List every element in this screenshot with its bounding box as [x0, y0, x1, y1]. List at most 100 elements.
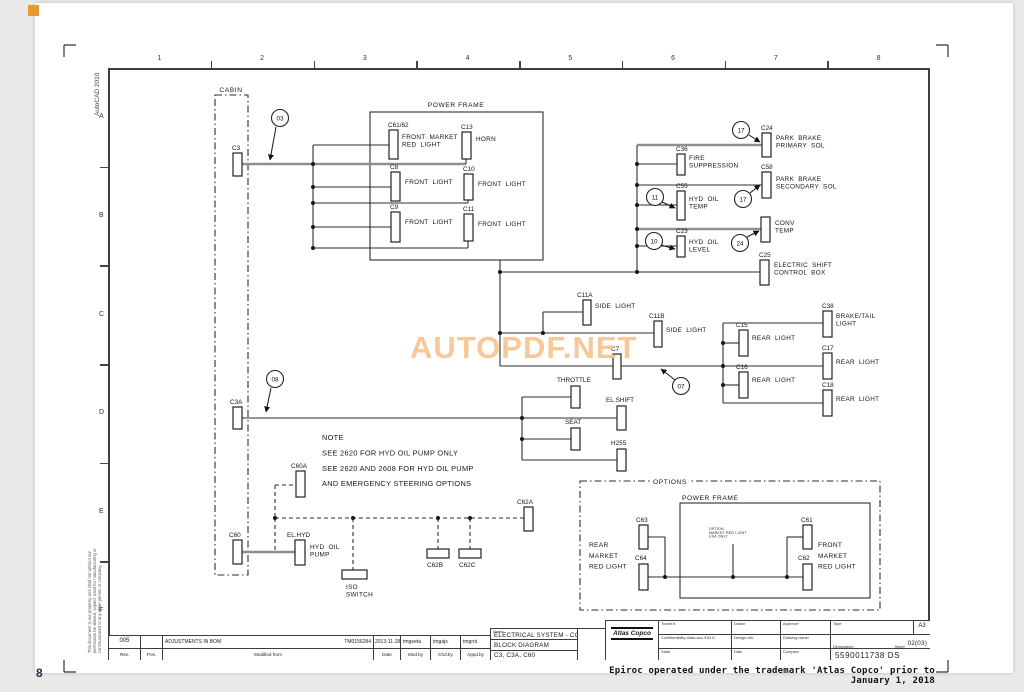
connector-C8 [390, 171, 401, 202]
connector-C3 [232, 152, 243, 177]
crop-mark-br [936, 660, 949, 673]
connector-label-C24: C24 [761, 125, 773, 132]
junction-dot [721, 383, 725, 387]
design-chk-cell: Design chk. [731, 634, 780, 648]
note: NOTE [322, 433, 344, 442]
connector-label-C60A: C60A [291, 463, 308, 470]
power-frame-label: POWER FRAME [428, 102, 484, 109]
junction-dot [520, 416, 524, 420]
sheet-label: Sheet [894, 644, 905, 648]
logo-cell: Atlas Copco [605, 620, 658, 660]
drawing-owner-cell: Drawing owner TMG [780, 634, 830, 648]
front-market-red-light: RED LIGHT [818, 564, 856, 571]
atlas-copco-logo: Atlas Copco [611, 627, 653, 640]
chdby-value: tmgajs [430, 635, 460, 648]
junction-dot [663, 575, 667, 579]
chdby-label: Chd.by [430, 648, 460, 660]
callout-arrow [749, 184, 761, 194]
ruler-col-4: 4 [465, 55, 470, 62]
rear-market-red-light: REAR [589, 542, 609, 549]
connector-label-C55: C55 [676, 183, 688, 190]
connector-desc: FIRE [689, 155, 705, 162]
front-market-red-light: MARKET [818, 553, 847, 560]
transf-cell: Transf.fr. [658, 620, 731, 634]
connector-desc: SIDE LIGHT [666, 327, 707, 334]
drawn-label: Drawn [734, 621, 746, 626]
ruler-col-1: 1 [157, 55, 162, 62]
callout-arrow [748, 134, 761, 143]
connector-desc: SUPPRESSION [689, 163, 739, 170]
junction-dot [311, 246, 315, 250]
modby-value: tmgeeta [400, 635, 430, 648]
connector-label-C3: C3 [232, 145, 241, 152]
ruler-row-F: F [99, 606, 104, 614]
connector-C36 [676, 153, 686, 176]
connector-C60A [295, 470, 306, 498]
drawing-title-1: ELECTRICAL SYSTEM - CONTROL [494, 632, 577, 639]
connector-C61-OPT [802, 524, 813, 550]
callout-arrow [661, 201, 676, 209]
junction-dot [635, 244, 639, 248]
connector-C3A [232, 406, 243, 430]
junction-dot [311, 225, 315, 229]
connector-label-C10: C10 [463, 166, 475, 173]
orange-marker [28, 5, 39, 16]
connector-C17 [822, 352, 833, 380]
rear-market-red-light: MARKET [589, 553, 618, 560]
options-box [579, 480, 881, 611]
callout-circle [731, 120, 751, 140]
connector-label-C38: C38 [822, 303, 834, 310]
junction-dot [635, 162, 639, 166]
ruler-tick [100, 364, 108, 366]
options-label: OPTIONS [653, 479, 687, 486]
type-label: Type [833, 621, 842, 626]
ruler-tick [100, 166, 108, 169]
junction-dot [273, 516, 277, 520]
rev-value: 005 [108, 635, 140, 648]
ruler-tick [313, 61, 315, 68]
connector-label-C11: C11 [463, 206, 475, 213]
connector-C23 [676, 235, 686, 258]
connector-desc: FRONT LIGHT [478, 181, 526, 188]
connector-C62B [426, 548, 450, 559]
callout-circle [730, 233, 750, 253]
connector-desc: FRONT MARKET [402, 134, 458, 141]
transf-value [659, 626, 731, 627]
connector-C64 [638, 563, 649, 591]
design-chk-label: Design chk. [734, 635, 755, 640]
ruler-col-5: 5 [568, 55, 573, 62]
ruler-col-6: 6 [671, 55, 676, 62]
connector-desc: CONTROL BOX [774, 270, 826, 277]
note: SEE 2620 FOR HYD OIL PUMP ONLY [322, 448, 458, 457]
connector-C55 [676, 190, 686, 221]
ruler-tick [210, 61, 213, 68]
designation-sheet-cell: Designation Sheet 02(03) [830, 634, 930, 648]
name-cell: Name ELECTRICAL SYSTEM - CONTROL [490, 628, 577, 639]
cabin-box [214, 94, 249, 576]
junction-dot [498, 331, 502, 335]
connector-desc: REAR LIGHT [752, 335, 795, 342]
connector-label-C3A: C3A [230, 399, 243, 406]
connector-desc: HYD OIL [689, 196, 719, 203]
drawing-owner-label: Drawing owner [783, 635, 809, 640]
date-label: Date [734, 649, 743, 654]
power-frame-box [369, 111, 544, 261]
ruler-col-8: 8 [876, 55, 881, 62]
modified-text: ADJUSTMENTS IN BOM [165, 639, 222, 645]
rear-market-red-light: RED LIGHT [589, 564, 627, 571]
option-tiny-note: USA ONLY [709, 535, 729, 539]
connector-EL-SHIFT [616, 405, 627, 431]
name-label: Name [493, 629, 504, 634]
connector-C58 [761, 171, 772, 199]
drawing-title-3: C3, C3A, C60 [490, 650, 577, 660]
title-block: 005 Rev. Pos. ADJUSTMENTS IN BOM TM01562… [108, 620, 930, 660]
connector-label-C63: C63 [636, 517, 648, 524]
connector-C61/62 [388, 129, 399, 160]
connector-label-C61/62: C61/62 [388, 122, 409, 129]
ruler-tick [416, 61, 418, 68]
note: SEE 2620 AND 2608 FOR HYD OIL PUMP [322, 464, 474, 473]
connector-C9 [390, 211, 401, 243]
ruler-tick [827, 61, 829, 68]
connector-label-C62-OPT: C62 [798, 555, 810, 562]
